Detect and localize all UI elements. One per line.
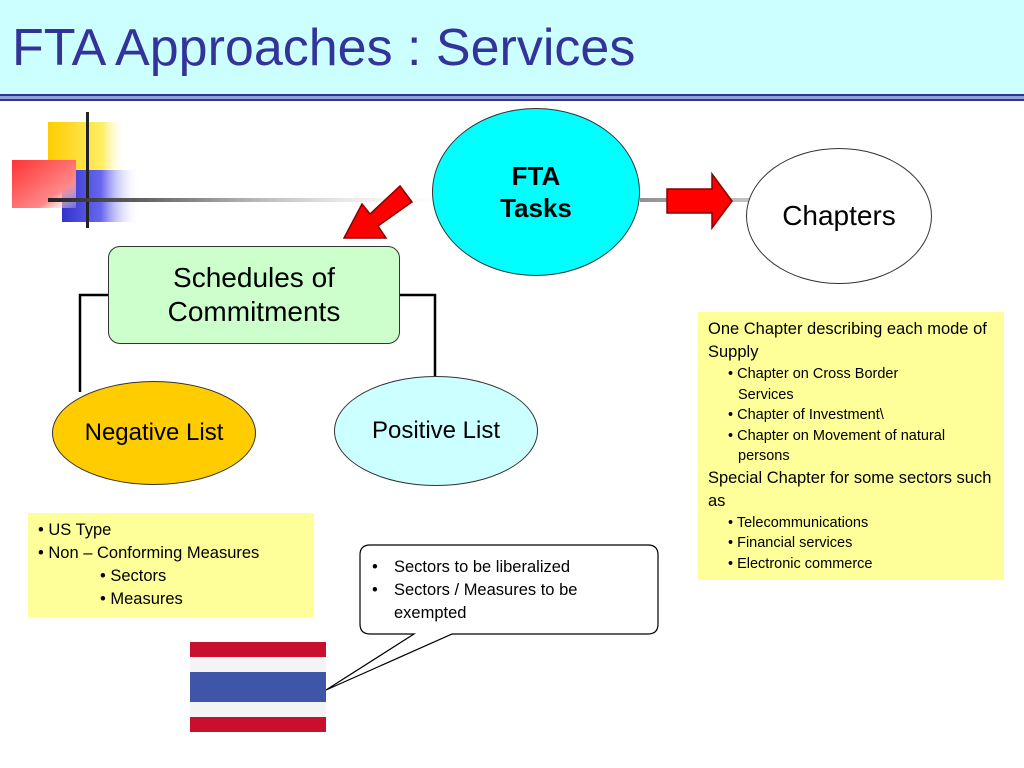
chapters-intro: One Chapter describing each mode of Supp… xyxy=(708,320,987,361)
title-band xyxy=(0,0,1024,94)
positive-list-node: Positive List xyxy=(334,376,538,486)
mode-item: • Chapter on Movement of natural persons xyxy=(728,427,946,465)
fta-tasks-line1: FTA xyxy=(511,161,561,191)
sector-item: • Financial services xyxy=(728,535,853,551)
schedules-line1: Schedules of xyxy=(173,262,335,293)
bullet-icon: • xyxy=(372,581,378,599)
fta-tasks-line2: Tasks xyxy=(500,193,572,223)
flag-stripe xyxy=(190,717,326,732)
negative-list-node: Negative List xyxy=(52,381,256,485)
bullet-icon: • xyxy=(372,558,378,576)
negative-list-notes: • US Type • Non – Conforming Measures • … xyxy=(28,513,314,617)
note-subitem: • Sectors xyxy=(100,567,167,585)
flag-stripe xyxy=(190,642,326,657)
schedules-connectors xyxy=(78,293,437,392)
negative-list-label: Negative List xyxy=(84,419,224,446)
sector-item: • Electronic commerce xyxy=(728,555,873,572)
positive-list-label: Positive List xyxy=(371,417,501,444)
note-item: • Sectors to be liberalized xyxy=(370,556,652,579)
flag-stripe xyxy=(190,702,326,717)
flag-stripe xyxy=(190,657,326,672)
chapters-special: Special Chapter for some sectors such as xyxy=(708,468,992,510)
red-block-arrow-icon xyxy=(666,171,733,231)
chapters-notes: One Chapter describing each mode of Supp… xyxy=(698,312,1004,580)
red-block-arrow-icon xyxy=(342,184,414,239)
sector-item: • Telecommunications xyxy=(728,514,869,531)
schedules-line2: Commitments xyxy=(167,296,341,327)
mode-item: • Chapter of Investment\ xyxy=(728,407,884,423)
flag-stripe xyxy=(190,672,326,702)
schedules-of-commitments-node: Schedules of Commitments xyxy=(108,246,400,344)
fta-tasks-node: FTA Tasks xyxy=(432,108,640,276)
color-squares-decoration-icon xyxy=(12,112,960,228)
slide-title: FTA Approaches : Services xyxy=(12,19,636,77)
chapters-label: Chapters xyxy=(782,200,896,231)
note-item: • US Type xyxy=(38,521,112,539)
note-item: • Sectors / Measures to be exempted xyxy=(370,579,652,625)
thailand-flag-icon xyxy=(190,642,326,732)
mode-item: • Chapter on Cross Border Services xyxy=(728,366,899,403)
positive-callout-bubble xyxy=(325,544,659,691)
note-subitem: • Measures xyxy=(100,590,183,608)
positive-list-notes: • Sectors to be liberalized • Sectors / … xyxy=(370,556,652,625)
title-rule xyxy=(0,94,1024,101)
note-item: • Non – Conforming Measures xyxy=(38,544,260,562)
chapters-node: Chapters xyxy=(746,148,932,284)
